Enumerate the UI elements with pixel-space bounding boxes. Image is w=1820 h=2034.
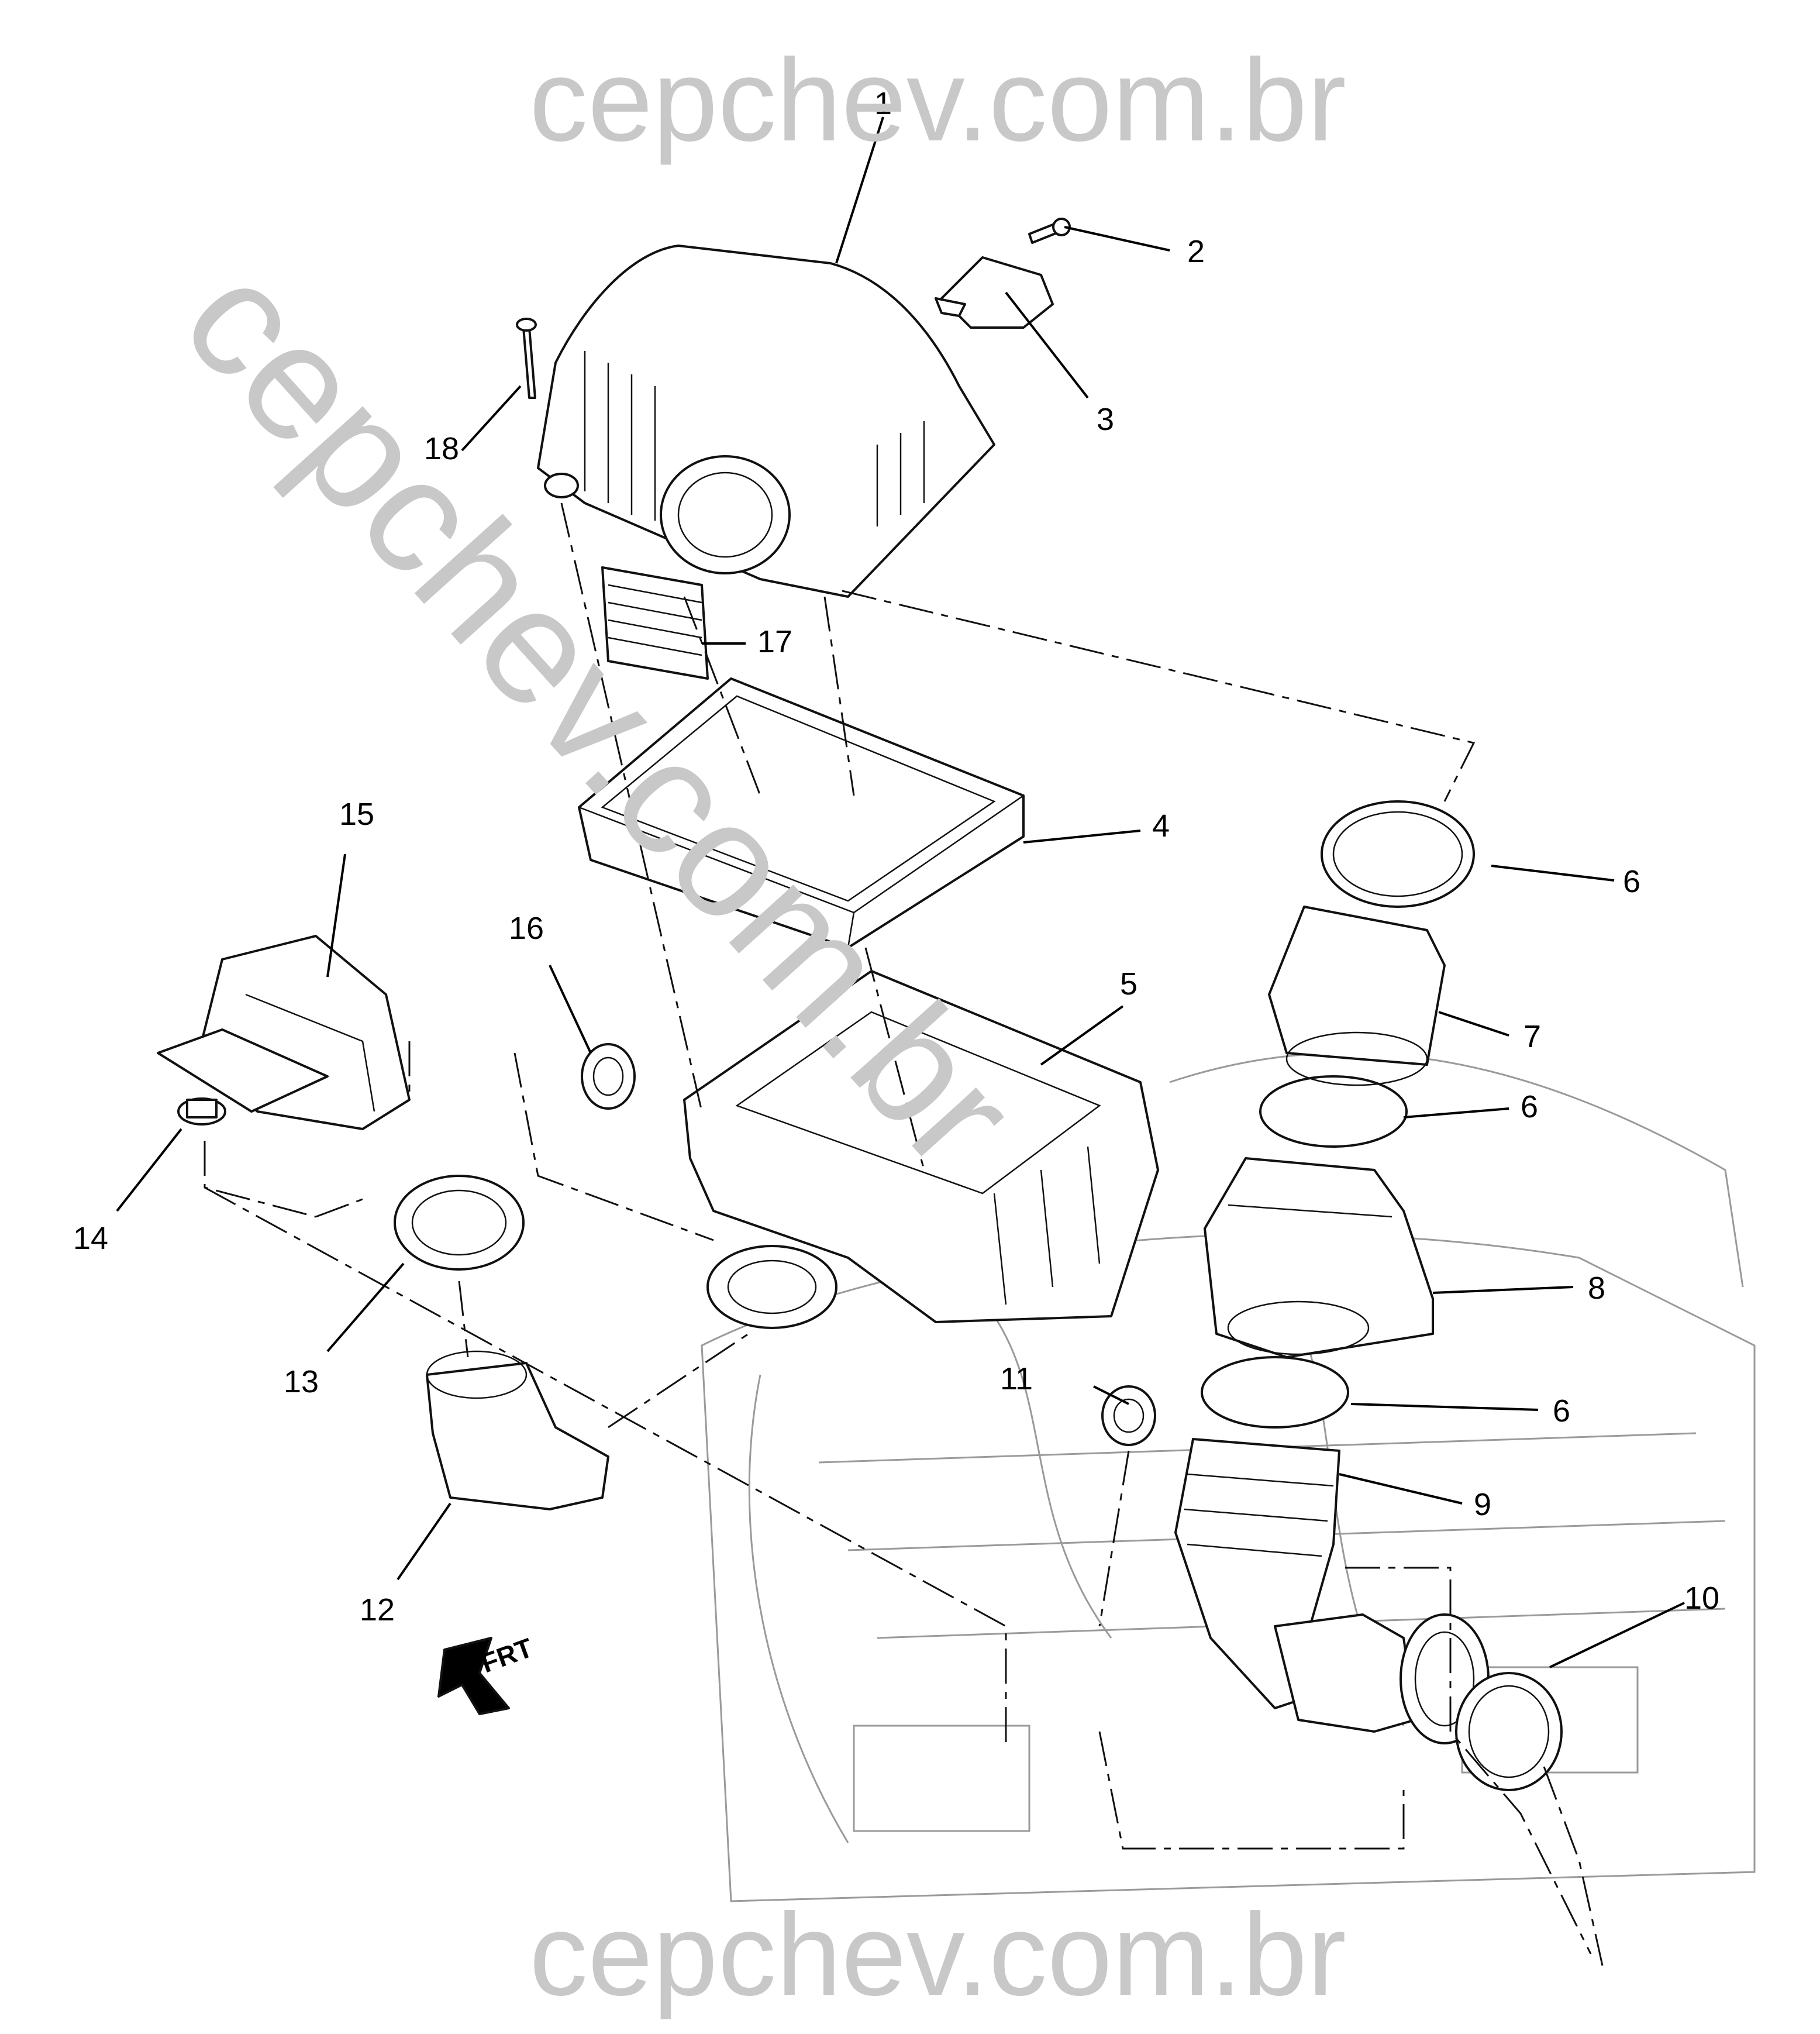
throttle-clamp bbox=[1455, 1672, 1563, 1791]
screw bbox=[1028, 218, 1071, 244]
callout-labels: 1 2 3 4 5 6 7 6 8 6 9 10 11 12 13 14 15 … bbox=[73, 86, 1719, 1627]
callout-6b: 6 bbox=[1521, 1089, 1538, 1124]
callout-10: 10 bbox=[1684, 1581, 1719, 1616]
callout-12: 12 bbox=[360, 1592, 395, 1627]
air-filter-element bbox=[578, 677, 1025, 949]
callout-13: 13 bbox=[284, 1364, 319, 1399]
front-direction-arrow: FRT bbox=[437, 1632, 536, 1715]
callout-11: 11 bbox=[1000, 1361, 1033, 1396]
grommet-lower bbox=[1101, 1385, 1156, 1446]
callout-14: 14 bbox=[73, 1221, 108, 1256]
air-cleaner-lower-housing bbox=[683, 970, 1159, 1329]
mass-airflow-sensor bbox=[935, 256, 1054, 329]
rubber-mount bbox=[177, 1097, 226, 1126]
watermark-top: cepchev.com.br bbox=[529, 35, 1346, 166]
callout-7: 7 bbox=[1523, 1019, 1541, 1054]
air-cleaner-upper-housing bbox=[537, 245, 995, 598]
leader-lines bbox=[116, 116, 1685, 1668]
callout-16: 16 bbox=[509, 911, 544, 946]
callout-3: 3 bbox=[1097, 402, 1114, 437]
duct-seal bbox=[394, 1175, 525, 1271]
alignment-lines bbox=[204, 503, 1604, 1966]
callout-6a: 6 bbox=[1623, 864, 1640, 899]
inlet-duct bbox=[157, 935, 411, 1130]
callout-15: 15 bbox=[339, 797, 374, 832]
watermark-bottom: cepchev.com.br bbox=[529, 1890, 1346, 2020]
clamp-top bbox=[1321, 800, 1475, 908]
callout-6c: 6 bbox=[1553, 1393, 1570, 1429]
grommet-upper bbox=[581, 1043, 636, 1110]
callout-17: 17 bbox=[757, 624, 792, 659]
clamp-lower bbox=[1201, 1356, 1349, 1429]
clamp-middle bbox=[1259, 1075, 1408, 1148]
callout-8: 8 bbox=[1588, 1271, 1605, 1306]
secondary-filter bbox=[601, 566, 709, 680]
callout-1: 1 bbox=[874, 86, 892, 121]
callout-18: 18 bbox=[424, 431, 459, 466]
air-duct bbox=[1204, 1157, 1434, 1358]
coupler bbox=[1268, 906, 1446, 1086]
resonator bbox=[426, 1350, 609, 1510]
callout-9: 9 bbox=[1474, 1487, 1491, 1522]
bolt bbox=[516, 318, 537, 399]
callout-5: 5 bbox=[1120, 966, 1138, 1001]
callout-4: 4 bbox=[1152, 808, 1170, 844]
callout-2: 2 bbox=[1187, 234, 1205, 269]
throttle-body bbox=[1274, 1613, 1490, 1744]
